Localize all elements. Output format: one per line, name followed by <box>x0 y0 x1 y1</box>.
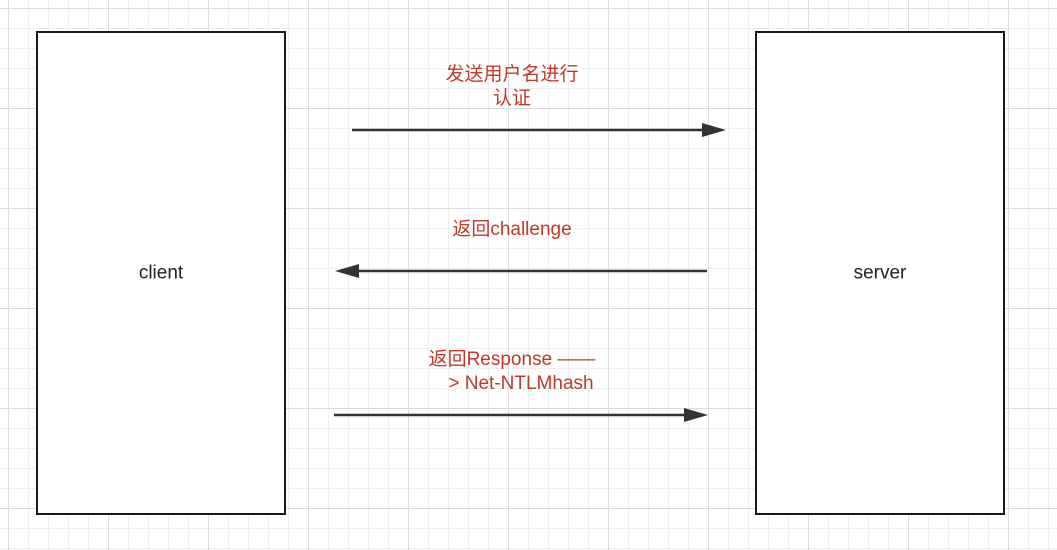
arrow-2-head <box>335 264 359 278</box>
server-label: server <box>853 262 907 284</box>
message-2-label: 返回challenge <box>400 218 624 242</box>
client-label: client <box>138 262 184 284</box>
client-node[interactable]: client <box>36 31 286 515</box>
message-2-line1: 返回challenge <box>452 219 572 240</box>
message-3-line1: 返回Response —— <box>428 349 596 370</box>
message-1-label: 发送用户名进行 认证 <box>400 63 624 111</box>
message-3-line2: > Net-NTLMhash <box>448 373 594 394</box>
message-1-line1: 发送用户名进行 <box>445 64 579 85</box>
server-node[interactable]: server <box>755 31 1005 515</box>
message-1-line2: 认证 <box>492 88 531 109</box>
message-3-label: 返回Response —— > Net-NTLMhash <box>400 348 624 396</box>
arrow-3-head <box>684 408 708 422</box>
arrow-1-head <box>702 123 726 137</box>
